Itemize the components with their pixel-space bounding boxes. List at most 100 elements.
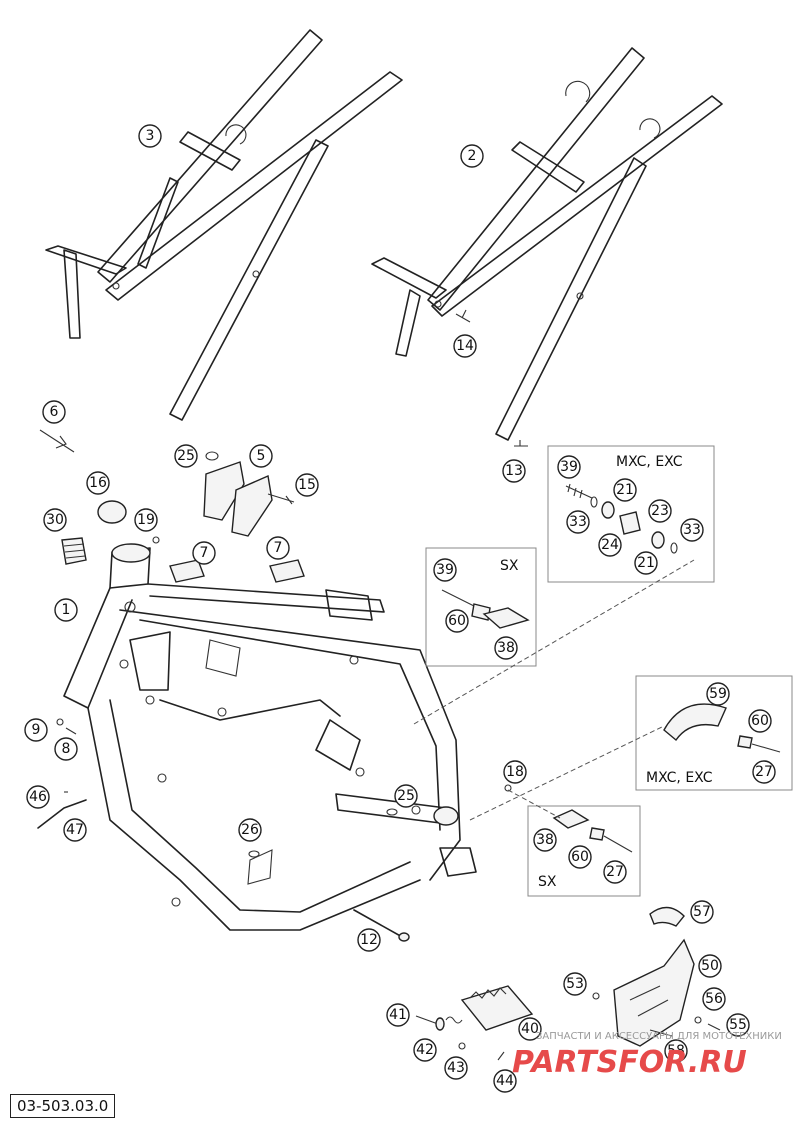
svg-text:60: 60 [571,849,589,865]
callout-53: 53 [563,972,587,996]
svg-text:7: 7 [200,545,209,561]
hose-47 [37,791,87,829]
svg-text:53: 53 [566,976,584,992]
callout-30: 30 [43,508,67,532]
svg-text:60: 60 [751,713,769,729]
pin-41 [415,1015,445,1031]
svg-text:5: 5 [257,448,266,464]
variant-label-sx-upper: SX [500,558,519,574]
variant-box-mxc-exc-upper [547,445,715,583]
callout-55: 55 [726,1013,750,1037]
callout-39-mxc: 39 [557,455,581,479]
svg-text:33: 33 [683,522,701,538]
svg-text:27: 27 [755,764,773,780]
plug-16 [97,500,127,524]
watermark-brand: PARTSFOR.RU [512,1045,747,1080]
callout-9: 9 [24,718,48,742]
svg-text:39: 39 [436,562,454,578]
callout-15: 15 [295,473,319,497]
svg-text:59: 59 [709,686,727,702]
callout-5: 5 [249,444,273,468]
spacer-60-lower [589,827,605,841]
svg-text:43: 43 [447,1060,465,1076]
svg-text:39: 39 [560,459,578,475]
callout-60-lower: 60 [568,845,592,869]
screws-53-58 [592,992,721,1037]
svg-text:26: 26 [241,822,259,838]
guard-50 [613,938,695,1047]
callout-41: 41 [386,1003,410,1027]
variant-label-mxc-exc-upper: MXC, EXC [616,454,683,470]
svg-text:23: 23 [651,503,669,519]
callout-40: 40 [518,1017,542,1041]
clamp-38-lower [552,809,590,829]
washer-25-top [205,451,219,461]
variant-label-mxc-exc-lower: MXC, EXC [646,770,713,786]
callout-26: 26 [238,818,262,842]
callout-21-bottom: 21 [634,551,658,575]
bolt-27-lower [603,835,633,853]
spring-42 [445,1016,463,1024]
svg-text:14: 14 [456,338,474,354]
screw-13 [514,440,528,447]
svg-text:24: 24 [601,537,619,553]
svg-text:25: 25 [397,788,415,804]
callout-33-right: 33 [680,518,704,542]
svg-text:30: 30 [46,512,64,528]
callout-13: 13 [502,459,526,483]
callout-60-sx: 60 [445,609,469,633]
rubber-7-right [269,559,305,583]
callout-46: 46 [26,785,50,809]
callout-19: 19 [134,508,158,532]
svg-text:16: 16 [89,475,107,491]
variant-box-sx-lower [527,805,641,897]
svg-text:38: 38 [497,640,515,656]
callout-47: 47 [63,818,87,842]
bush-19 [152,536,160,544]
bracket-5 [203,461,273,537]
diagram-code: 03-503.03.0 [10,1094,116,1118]
bolt-27-mxc [751,743,781,753]
callout-58: 58 [664,1039,688,1063]
callout-6: 6 [42,400,66,424]
svg-text:19: 19 [137,512,155,528]
svg-text:50: 50 [701,958,719,974]
svg-text:9: 9 [32,722,41,738]
bolt-39-mxc [565,483,593,499]
svg-text:15: 15 [298,477,316,493]
svg-text:60: 60 [448,613,466,629]
washer-26 [248,850,260,858]
svg-text:25: 25 [177,448,195,464]
svg-text:55: 55 [729,1017,747,1033]
rubber-7-left [169,559,205,583]
subframe-3 [45,29,403,421]
svg-text:38: 38 [536,832,554,848]
svg-text:12: 12 [360,932,378,948]
callout-25-top: 25 [174,444,198,468]
callout-3: 3 [138,124,162,148]
variant-label-sx-lower: SX [538,874,557,890]
svg-text:27: 27 [606,864,624,880]
svg-text:33: 33 [569,514,587,530]
svg-text:42: 42 [416,1042,434,1058]
callout-43: 43 [444,1056,468,1080]
svg-text:41: 41 [389,1007,407,1023]
callout-21-top: 21 [613,478,637,502]
callout-59: 59 [706,682,730,706]
svg-text:2: 2 [468,148,477,164]
svg-text:7: 7 [274,540,283,556]
washer-25-low [386,808,398,816]
assembly-line-lower [469,725,665,821]
callout-56: 56 [702,987,726,1011]
callout-14: 14 [453,334,477,358]
callout-38-lower: 38 [533,828,557,852]
callout-25-low: 25 [394,784,418,808]
svg-text:46: 46 [29,789,47,805]
callout-7-left: 7 [192,541,216,565]
variant-box-sx-upper [425,547,537,667]
svg-text:44: 44 [496,1073,514,1089]
svg-text:57: 57 [693,904,711,920]
svg-text:21: 21 [616,482,634,498]
assembly-line-upper [413,559,695,725]
